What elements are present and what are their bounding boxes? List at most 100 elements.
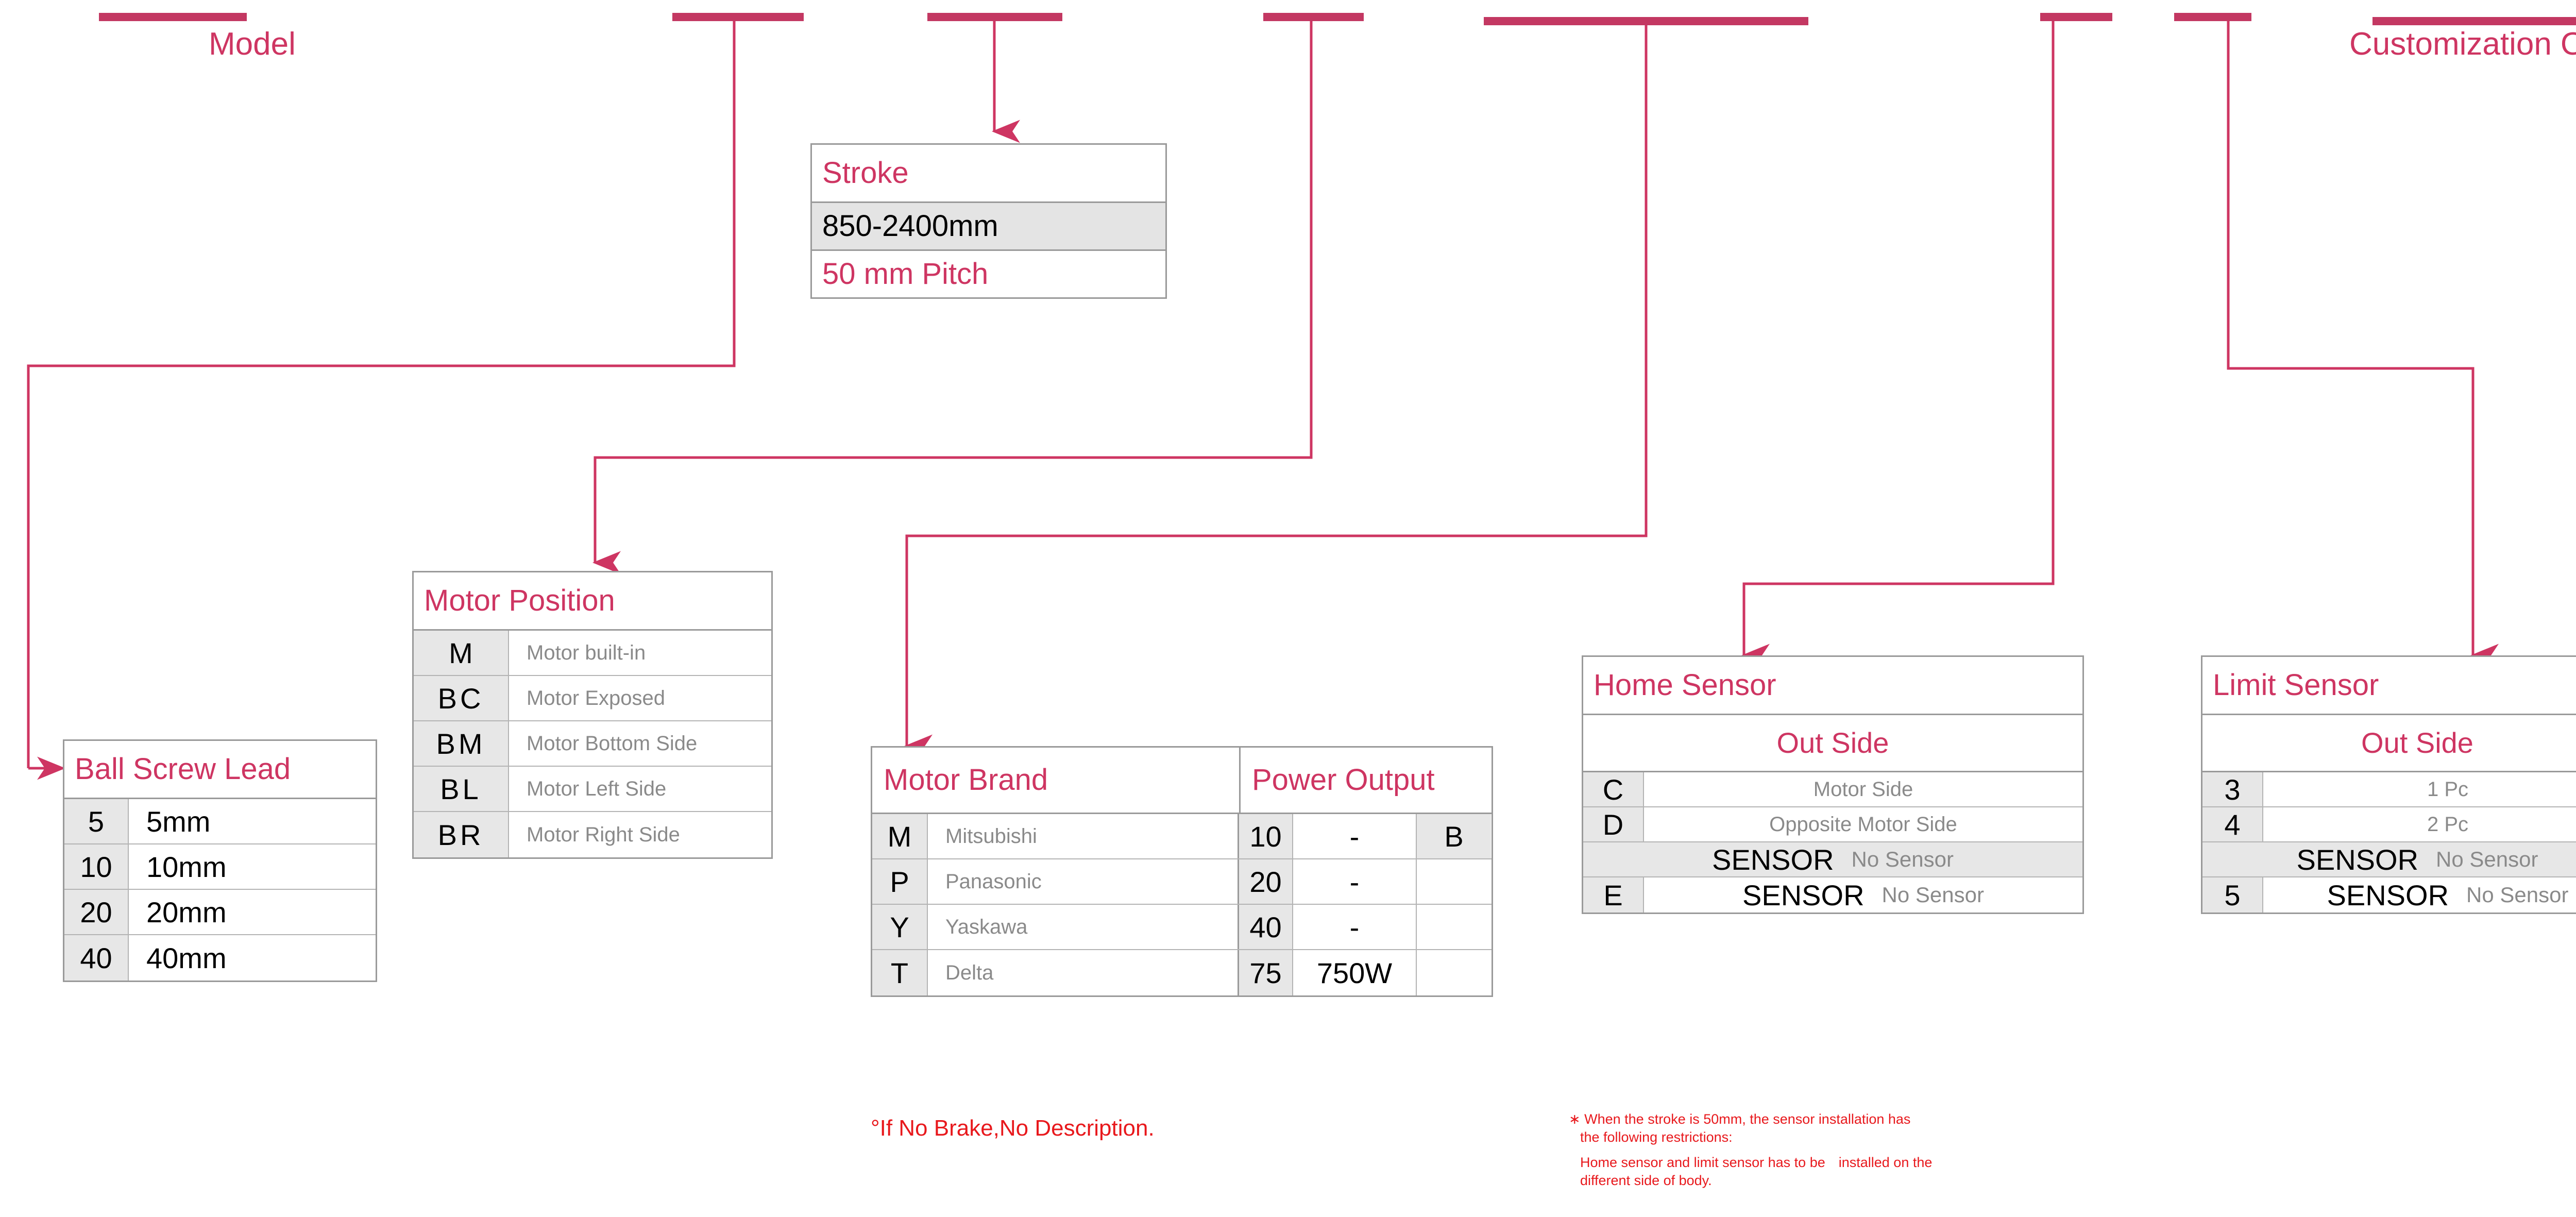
label-model: Model bbox=[209, 26, 296, 62]
motor-position-code: BM bbox=[414, 721, 509, 766]
table-row: E SENSOR No Sensor bbox=[1583, 877, 2082, 912]
code-dash-motor-pos bbox=[1263, 13, 1364, 21]
limit-sensor-word: SENSOR bbox=[2296, 843, 2419, 876]
motor-position-code: M bbox=[414, 631, 509, 675]
table-row: M Mitsubishi 10 - B bbox=[872, 814, 1492, 859]
motor-brand-code: M bbox=[872, 814, 928, 858]
lead-code: 10 bbox=[64, 844, 129, 889]
table-row: 40 40mm bbox=[64, 935, 376, 981]
table-row: T Delta 75 750W bbox=[872, 950, 1492, 995]
motor-position-code: BR bbox=[414, 812, 509, 857]
footnote-line-3a: Home sensor and limit sensor has to be bbox=[1580, 1155, 1825, 1171]
home-sensor-desc: No Sensor bbox=[1851, 847, 1954, 871]
code-dash-lead bbox=[672, 13, 804, 21]
limit-sensor-desc: 2 Pc bbox=[2427, 813, 2469, 836]
brake-code bbox=[1417, 859, 1491, 904]
motor-position-box: Motor Position M Motor built-in BC Motor… bbox=[412, 571, 773, 859]
table-row: D Opposite Motor Side bbox=[1583, 807, 2082, 842]
footnote-line-3: Home sensor and limit sensor has to be in… bbox=[1569, 1154, 1932, 1172]
footnote-line-4: different side of body. bbox=[1580, 1173, 1712, 1189]
code-dash-home-sensor bbox=[2040, 13, 2112, 21]
stroke-pitch-value: 50 mm Pitch bbox=[822, 257, 989, 291]
stroke-range-value: 850-2400mm bbox=[812, 203, 1165, 251]
home-sensor-code: D bbox=[1583, 807, 1644, 841]
limit-sensor-desc: No Sensor bbox=[2436, 847, 2538, 871]
power-value: 750W bbox=[1293, 950, 1417, 995]
stroke-title: Stroke bbox=[812, 145, 1165, 203]
motor-brand-name: Panasonic bbox=[928, 859, 1239, 904]
code-dash-motor-brand bbox=[1484, 17, 1808, 25]
limit-sensor-code: 5 bbox=[2202, 877, 2263, 912]
motor-brand-code: P bbox=[872, 859, 928, 904]
table-row: Y Yaskawa 40 - bbox=[872, 905, 1492, 950]
power-value: - bbox=[1293, 814, 1417, 858]
lead-desc: 20mm bbox=[146, 895, 227, 928]
power-code: 75 bbox=[1239, 950, 1293, 995]
home-sensor-desc: Opposite Motor Side bbox=[1769, 813, 1957, 836]
limit-sensor-desc: 1 Pc bbox=[2427, 777, 2469, 801]
motor-position-desc: Motor Bottom Side bbox=[527, 732, 698, 755]
table-row: P Panasonic 20 - bbox=[872, 859, 1492, 905]
motor-brand-name: Delta bbox=[928, 950, 1239, 995]
motor-brand-name: Yaskawa bbox=[928, 905, 1239, 949]
table-row: SENSOR No Sensor bbox=[2202, 842, 2576, 877]
limit-sensor-code: 3 bbox=[2202, 772, 2263, 806]
home-sensor-code: E bbox=[1583, 877, 1644, 912]
lead-code: 5 bbox=[64, 799, 129, 843]
table-row: 5 5mm bbox=[64, 799, 376, 844]
home-sensor-subtitle: Out Side bbox=[1583, 715, 2082, 772]
home-sensor-word: SENSOR bbox=[1712, 843, 1834, 876]
limit-sensor-box: Limit Sensor Out Side 3 1 Pc 4 2 Pc SENS… bbox=[2201, 655, 2576, 914]
table-row: BC Motor Exposed bbox=[414, 676, 771, 721]
home-sensor-title: Home Sensor bbox=[1583, 657, 2082, 715]
home-sensor-desc-group: SENSOR No Sensor bbox=[1644, 877, 2082, 912]
home-sensor-box: Home Sensor Out Side C Motor Side D Oppo… bbox=[1582, 655, 2084, 914]
power-output-title: Power Output bbox=[1252, 763, 1435, 797]
home-sensor-desc: No Sensor bbox=[1882, 883, 1984, 907]
motor-position-title: Motor Position bbox=[414, 572, 771, 631]
limit-sensor-desc-group: SENSOR No Sensor bbox=[2263, 877, 2576, 912]
limit-sensor-no-sensor-row: SENSOR No Sensor bbox=[2202, 842, 2576, 876]
power-code: 20 bbox=[1239, 859, 1293, 904]
code-dash-model bbox=[99, 13, 247, 21]
motor-brand-title: Motor Brand bbox=[872, 748, 1241, 813]
motor-brand-header-row: Motor Brand Power Output bbox=[872, 748, 1492, 814]
code-dash-stroke bbox=[927, 13, 1062, 21]
motor-brand-code: T bbox=[872, 950, 928, 995]
ball-screw-lead-title: Ball Screw Lead bbox=[64, 741, 376, 799]
stroke-box: Stroke 850-2400mm 50 mm Pitch bbox=[810, 143, 1167, 299]
motor-position-code: BC bbox=[414, 676, 509, 720]
no-brake-note: °If No Brake,No Description. bbox=[871, 1115, 1155, 1141]
table-row: SENSOR No Sensor bbox=[1583, 842, 2082, 877]
lead-code: 20 bbox=[64, 890, 129, 934]
limit-sensor-subtitle: Out Side bbox=[2202, 715, 2576, 772]
table-row: 3 1 Pc bbox=[2202, 772, 2576, 807]
ball-screw-lead-box: Ball Screw Lead 5 5mm 10 10mm 20 20mm 40… bbox=[63, 739, 377, 982]
table-row: BR Motor Right Side bbox=[414, 812, 771, 857]
lead-desc: 40mm bbox=[146, 941, 227, 974]
brake-code bbox=[1417, 905, 1491, 949]
limit-sensor-title: Limit Sensor bbox=[2202, 657, 2576, 715]
table-row: 10 10mm bbox=[64, 844, 376, 890]
table-row: M Motor built-in bbox=[414, 631, 771, 676]
label-customization-order-no: Customization Order No. bbox=[2349, 26, 2576, 62]
brake-code bbox=[1417, 950, 1491, 995]
code-dash-custom-order bbox=[2372, 17, 2576, 25]
motor-brand-power-box: Motor Brand Power Output M Mitsubishi 10… bbox=[871, 746, 1493, 997]
home-sensor-no-sensor-row: SENSOR No Sensor bbox=[1583, 842, 2082, 876]
table-row: BM Motor Bottom Side bbox=[414, 721, 771, 767]
table-row: C Motor Side bbox=[1583, 772, 2082, 807]
power-value: - bbox=[1293, 905, 1417, 949]
motor-brand-code: Y bbox=[872, 905, 928, 949]
power-code: 40 bbox=[1239, 905, 1293, 949]
home-sensor-desc: Motor Side bbox=[1813, 777, 1913, 801]
home-sensor-code: C bbox=[1583, 772, 1644, 806]
limit-sensor-word: SENSOR bbox=[2327, 878, 2449, 911]
power-value: - bbox=[1293, 859, 1417, 904]
lead-code: 40 bbox=[64, 935, 129, 981]
footnote-line-2: the following restrictions: bbox=[1580, 1129, 1733, 1145]
limit-sensor-desc: No Sensor bbox=[2466, 883, 2569, 907]
footnote-line-3b: installed on the bbox=[1838, 1155, 1933, 1171]
